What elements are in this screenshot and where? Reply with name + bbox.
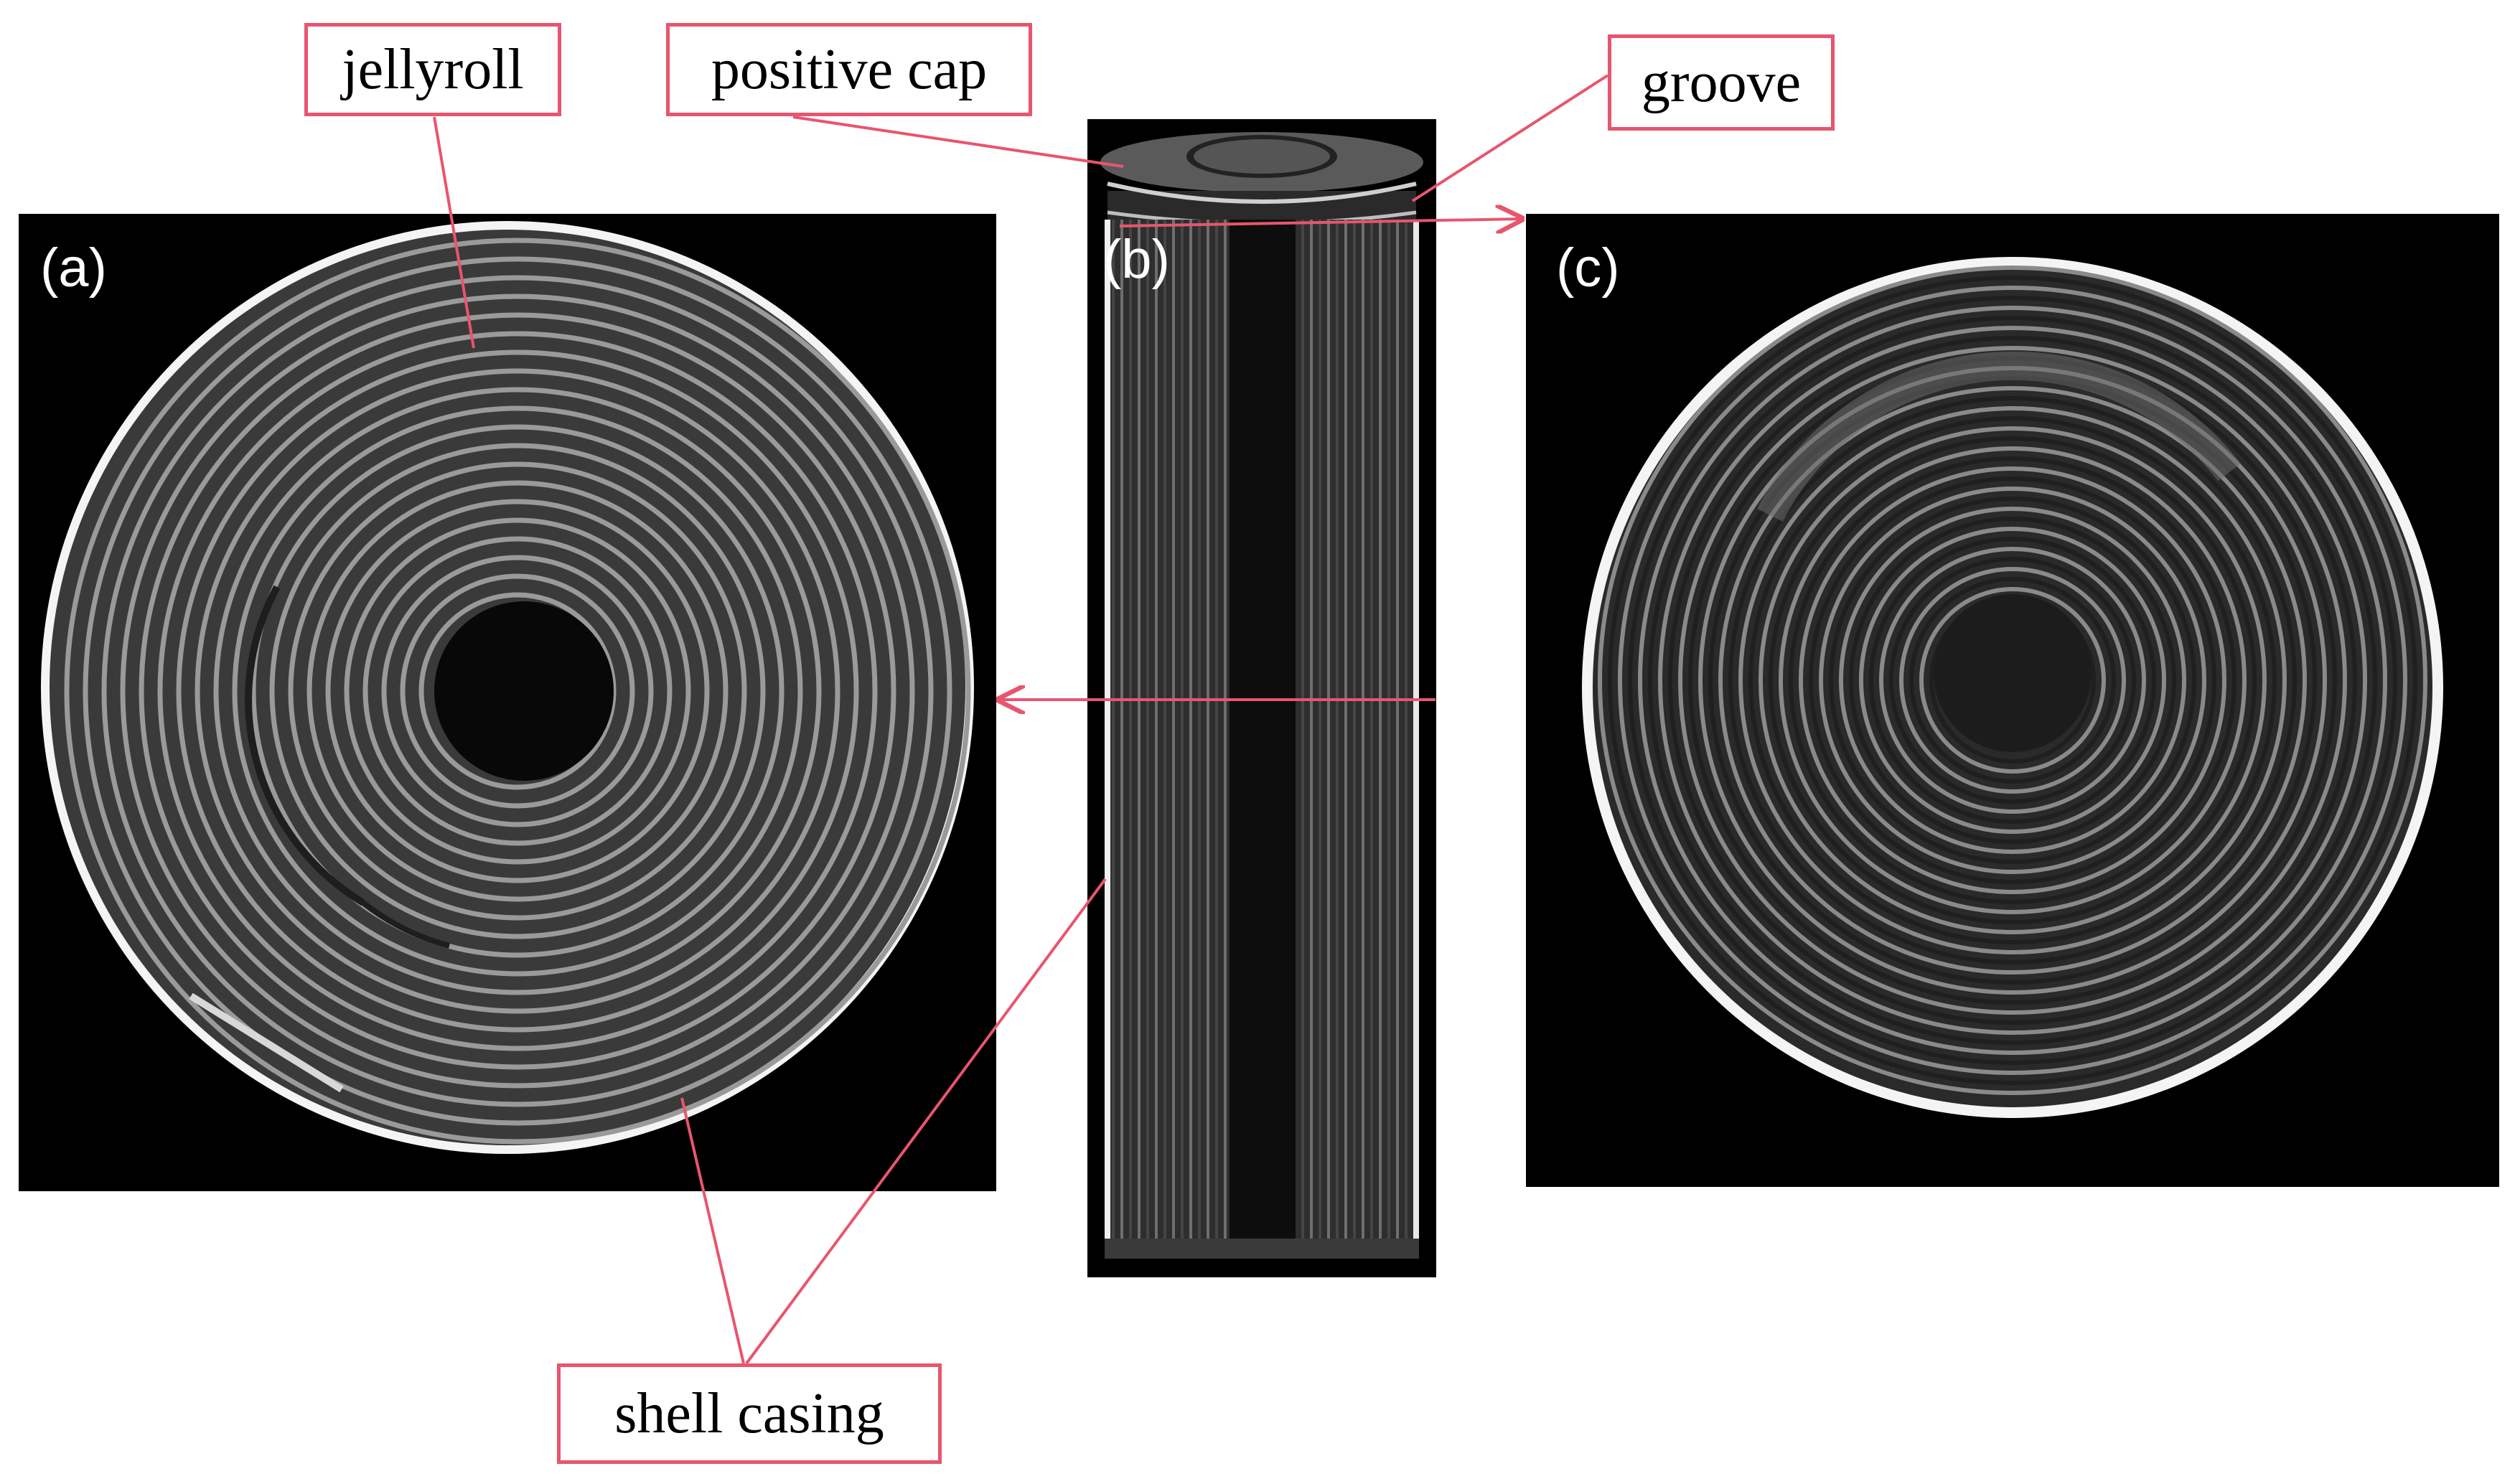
jellyroll-layer	[148, 321, 887, 1061]
jellyroll-layer	[372, 545, 663, 837]
longitudinal-section-image	[1087, 119, 1436, 1277]
deformation-band	[1757, 351, 2241, 522]
jellyroll-layer	[139, 312, 896, 1070]
jellyroll-layer	[297, 471, 738, 911]
jellyroll-layer	[1779, 446, 2247, 914]
jellyroll-layer	[1799, 466, 2226, 894]
jellyroll-layer	[73, 247, 962, 1135]
jellyroll-layer	[1849, 517, 2176, 844]
jellyroll-layers-a	[64, 238, 971, 1145]
positive-cap-callout: positive cap	[666, 23, 1032, 116]
jellyroll-layer	[1919, 587, 2106, 774]
jellyroll-layer	[306, 480, 729, 902]
shell-casing-wall-left	[1105, 220, 1110, 1253]
electrode-gap-end-a	[361, 900, 451, 949]
jellyroll-layer	[1668, 336, 2357, 1025]
jellyroll-layer	[1748, 416, 2277, 944]
jellyroll-layer	[1819, 487, 2206, 874]
jellyroll-layer	[1829, 497, 2196, 864]
jellyroll-layer	[83, 256, 952, 1126]
shell-casing-callout: shell casing	[557, 1363, 942, 1464]
mandrel-channel	[1230, 220, 1296, 1253]
jellyroll-layer	[223, 396, 812, 986]
jellyroll-layer	[400, 573, 635, 809]
jellyroll-layer	[1718, 386, 2307, 975]
jellyroll-layer	[1769, 436, 2257, 924]
jellyroll-layer	[381, 555, 654, 827]
jellyroll-layer	[185, 359, 850, 1023]
jellyroll-layer	[288, 461, 747, 921]
jellyroll-layer	[1839, 507, 2186, 854]
panel-label-a: (a)	[40, 238, 107, 299]
jellyroll-layer	[409, 583, 626, 799]
tab-highlight-a	[189, 992, 344, 1093]
cross-section-a-image	[19, 214, 996, 1191]
jellyroll-layer	[1738, 406, 2287, 954]
shell-casing-wall-right	[1413, 220, 1419, 1253]
mandrel-hole-a	[434, 601, 614, 781]
electrode-gap-a	[245, 585, 365, 906]
jellyroll-layer	[325, 499, 710, 883]
jellyroll-layer	[1899, 567, 2126, 794]
jellyroll-callout: jellyroll	[304, 23, 561, 116]
jellyroll-layer	[1909, 577, 2116, 784]
jellyroll-layer	[1638, 306, 2387, 1055]
jellyroll-layer	[1678, 346, 2347, 1015]
jellyroll-layer	[195, 368, 840, 1014]
jellyroll-layer	[1658, 326, 2367, 1035]
jellyroll-layer	[92, 266, 943, 1117]
jellyroll-layer	[232, 405, 803, 977]
jellyroll-layer	[344, 517, 691, 865]
jellyroll-layer	[1648, 316, 2377, 1045]
jellyroll-layer	[334, 508, 701, 874]
jellyroll-layer	[1618, 286, 2407, 1075]
jellyroll-layer	[1628, 296, 2397, 1065]
jellyroll-layer	[1879, 547, 2146, 814]
jellyroll-layer	[167, 340, 868, 1042]
groove-leader	[1411, 74, 1609, 202]
panel-label-b: (b)	[1103, 229, 1170, 290]
jellyroll-layer	[269, 443, 766, 939]
jellyroll-layer	[353, 527, 682, 855]
jellyroll-layer	[1758, 426, 2267, 934]
panel-label-c: (c)	[1556, 238, 1620, 299]
cross-section-c-image	[1526, 214, 2499, 1187]
jellyroll-layer	[213, 387, 822, 995]
jellyroll-layers-c	[1598, 266, 2427, 1095]
panel-b-longitudinal-section: (b)	[1087, 119, 1436, 1277]
jellyroll-layer	[316, 489, 719, 893]
jellyroll-layer	[157, 331, 878, 1051]
groove-line	[1107, 182, 1417, 204]
jellyroll-layer	[278, 452, 757, 930]
jellyroll-layer	[1728, 396, 2297, 964]
groove-callout: groove	[1608, 34, 1835, 131]
panel-c-cross-section: (c)	[1526, 214, 2499, 1187]
jellyroll-layer	[260, 433, 775, 949]
jellyroll-layer	[1809, 476, 2216, 884]
jellyroll-layer	[362, 536, 673, 846]
jellyroll-layer	[1608, 276, 2417, 1085]
jellyroll-layer	[1889, 557, 2136, 804]
jellyroll-layer	[1789, 456, 2237, 904]
jellyroll-layer	[390, 564, 645, 818]
jellyroll-layer	[1859, 527, 2166, 834]
jellyroll-layer	[1869, 537, 2156, 824]
jellyroll-layer	[176, 349, 859, 1033]
jellyroll-layer	[204, 377, 831, 1005]
jellyroll-layer	[129, 303, 906, 1079]
panel-a-cross-section: (a)	[19, 214, 996, 1191]
jellyroll-layer	[64, 238, 971, 1145]
jellyroll-layer	[111, 284, 924, 1098]
jellyroll-layer	[1598, 266, 2427, 1095]
jellyroll-layer	[120, 293, 915, 1089]
mandrel-hole-c	[1934, 594, 2092, 752]
jellyroll-layer	[250, 424, 785, 958]
positive-cap-leader	[792, 116, 1124, 168]
jellyroll-layer	[241, 415, 794, 967]
bottom-can	[1105, 1239, 1419, 1259]
jellyroll-layer	[101, 275, 934, 1107]
